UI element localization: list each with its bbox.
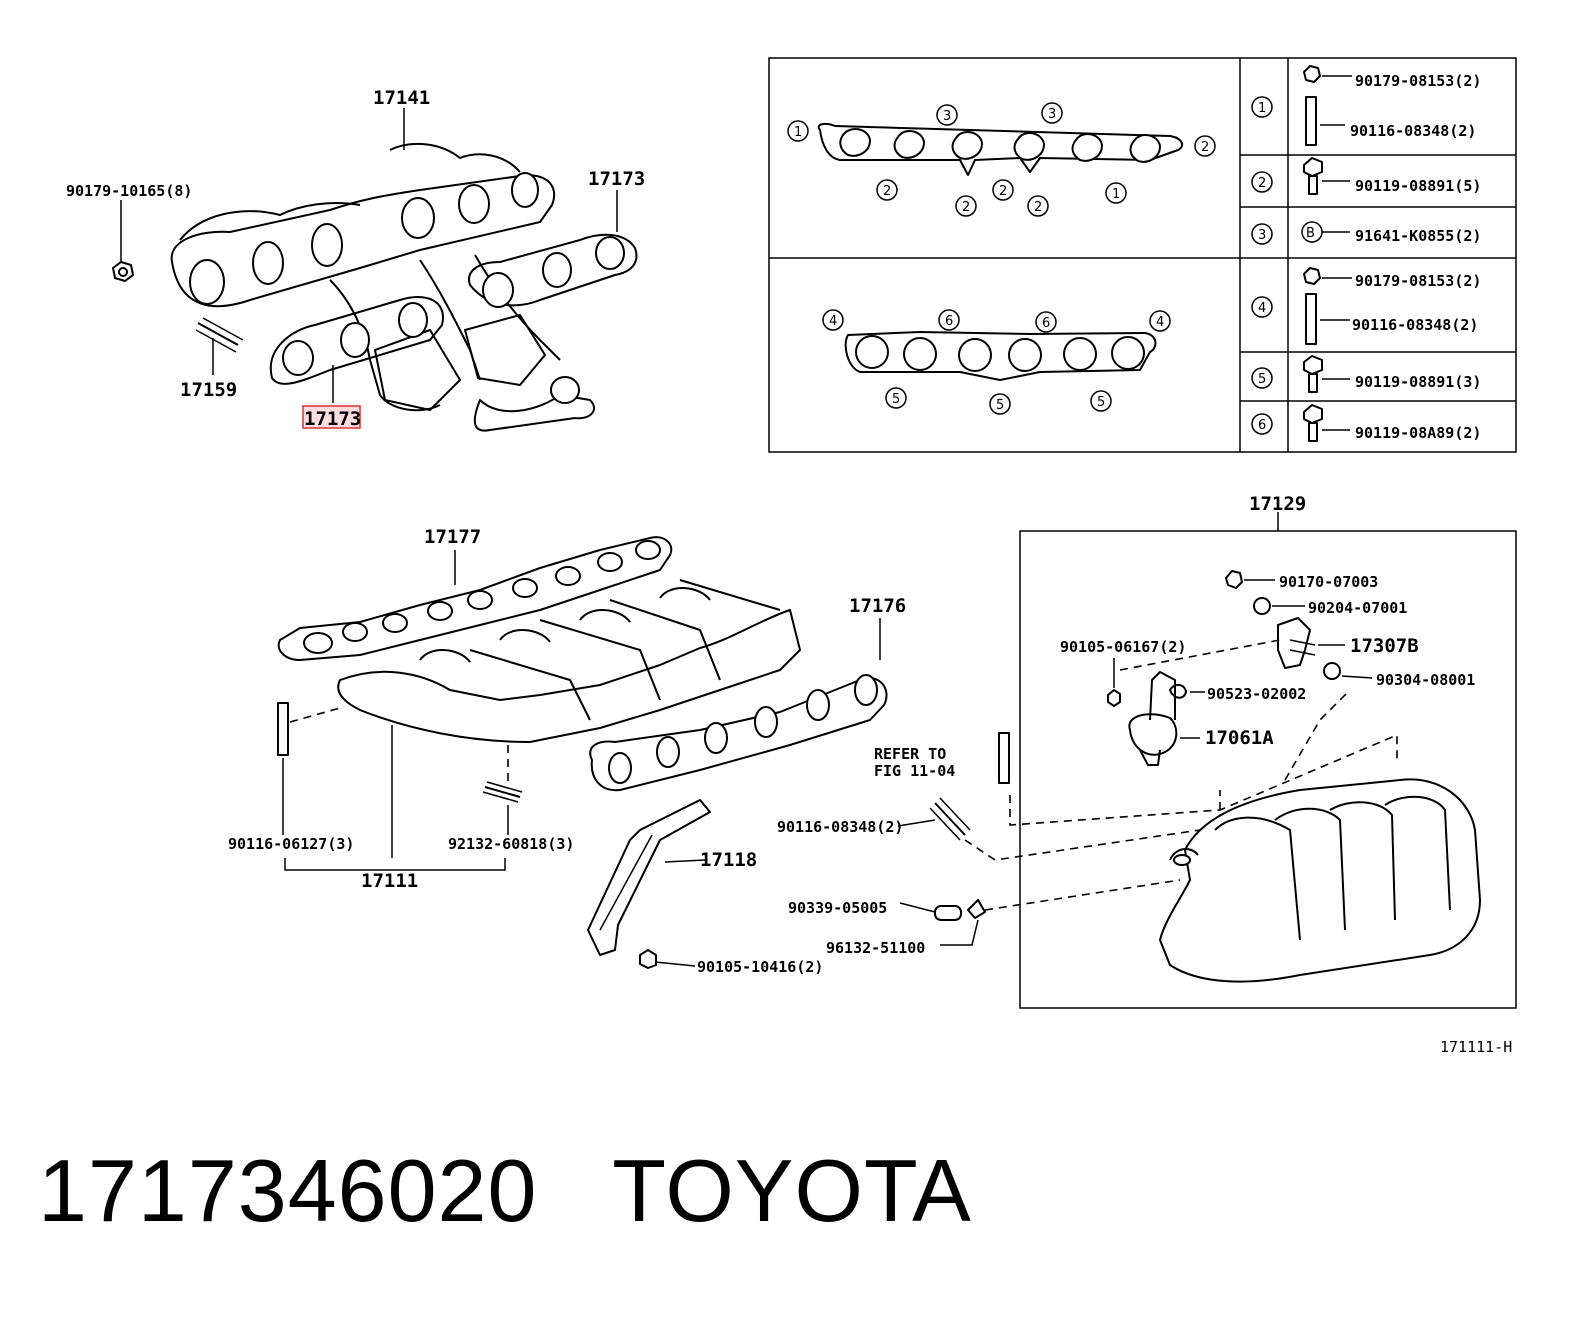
label-17141: 17141 bbox=[373, 87, 430, 109]
table-part-1a: 90179-08153(2) bbox=[1355, 72, 1481, 90]
table-part-2: 90119-08891(5) bbox=[1355, 177, 1481, 195]
middle-hardware bbox=[897, 732, 1010, 946]
exhaust-manifold-drawing bbox=[112, 108, 638, 432]
footer-part-number: 1717346020 bbox=[38, 1141, 538, 1240]
label-17061A: 17061A bbox=[1205, 727, 1274, 749]
svg-text:2: 2 bbox=[1034, 200, 1042, 215]
label-90170-07003: 90170-07003 bbox=[1279, 573, 1378, 591]
nut-icon-2 bbox=[1303, 267, 1352, 285]
table-part-1b: 90116-08348(2) bbox=[1350, 122, 1476, 140]
svg-text:2: 2 bbox=[1201, 140, 1209, 155]
svg-text:2: 2 bbox=[962, 200, 970, 215]
nut-icon bbox=[1303, 65, 1352, 83]
svg-text:1: 1 bbox=[794, 125, 802, 140]
table-ref-1: 1 bbox=[1258, 101, 1266, 116]
label-refer-to: REFER TO bbox=[874, 745, 946, 763]
lower-gasket-callouts: 4 6 6 4 5 5 5 bbox=[822, 309, 1171, 415]
svg-text:5: 5 bbox=[996, 398, 1004, 413]
label-90116-06127: 90116-06127(3) bbox=[228, 835, 354, 853]
table-ref-5: 5 bbox=[1258, 372, 1266, 387]
label-17177: 17177 bbox=[424, 526, 481, 548]
label-17159: 17159 bbox=[180, 379, 237, 401]
table-part-4b: 90116-08348(2) bbox=[1352, 316, 1478, 334]
label-90304-08001: 90304-08001 bbox=[1376, 671, 1475, 689]
label-96132-51100: 96132-51100 bbox=[826, 939, 925, 957]
svg-text:2: 2 bbox=[883, 184, 891, 199]
badge-b-icon: B bbox=[1301, 221, 1350, 243]
svg-text:5: 5 bbox=[1097, 395, 1105, 410]
table-ref-6: 6 bbox=[1258, 418, 1266, 433]
label-17173-highlighted: 17173 bbox=[304, 408, 361, 430]
table-part-6: 90119-08A89(2) bbox=[1355, 424, 1481, 442]
label-17111: 17111 bbox=[361, 870, 418, 892]
svg-text:4: 4 bbox=[829, 314, 837, 329]
table-part-4a: 90179-08153(2) bbox=[1355, 272, 1481, 290]
stud-icon bbox=[1305, 96, 1345, 146]
label-90105-06167: 90105-06167(2) bbox=[1060, 638, 1186, 656]
table-part-5: 90119-08891(3) bbox=[1355, 373, 1481, 391]
svg-text:5: 5 bbox=[892, 392, 900, 407]
label-90339-05005: 90339-05005 bbox=[788, 899, 887, 917]
diagram-code: 171111-H bbox=[1440, 1038, 1512, 1056]
table-ref-2: 2 bbox=[1258, 176, 1266, 191]
label-90105-10416: 90105-10416(2) bbox=[697, 958, 823, 976]
svg-text:1: 1 bbox=[1112, 187, 1120, 202]
highlight-box bbox=[302, 405, 361, 429]
svg-text:6: 6 bbox=[945, 314, 953, 329]
table-part-3: 91641-K0855(2) bbox=[1355, 227, 1481, 245]
svg-text:B: B bbox=[1306, 226, 1315, 241]
label-90179-10165: 90179-10165(8) bbox=[66, 182, 192, 200]
stud-icon-2 bbox=[1305, 293, 1350, 345]
footer-brand: TOYOTA bbox=[612, 1141, 972, 1240]
table-ref-4: 4 bbox=[1258, 301, 1266, 316]
bolt-icon-3 bbox=[1303, 404, 1350, 442]
upper-gasket-callouts: 1 3 3 2 2 2 2 2 1 bbox=[787, 102, 1216, 217]
intake-plenum-box bbox=[964, 512, 1517, 1009]
svg-text:2: 2 bbox=[999, 184, 1007, 199]
label-90116-08348: 90116-08348(2) bbox=[777, 818, 903, 836]
svg-text:3: 3 bbox=[943, 109, 951, 124]
bolt-icon-2 bbox=[1303, 355, 1350, 393]
gasket-table: B bbox=[768, 57, 1517, 453]
svg-text:4: 4 bbox=[1156, 315, 1164, 330]
label-90523-02002: 90523-02002 bbox=[1207, 685, 1306, 703]
svg-text:3: 3 bbox=[1048, 107, 1056, 122]
label-17173-right: 17173 bbox=[588, 168, 645, 190]
table-ref-3: 3 bbox=[1258, 228, 1266, 243]
label-17176: 17176 bbox=[849, 595, 906, 617]
label-fig-11-04: FIG 11-04 bbox=[874, 762, 955, 780]
label-17129: 17129 bbox=[1249, 493, 1306, 515]
intake-drawing bbox=[277, 536, 888, 969]
label-92132-60818: 92132-60818(3) bbox=[448, 835, 574, 853]
footer-caption: 1717346020 TOYOTA bbox=[38, 1140, 972, 1242]
label-90204-07001: 90204-07001 bbox=[1308, 599, 1407, 617]
svg-text:6: 6 bbox=[1042, 316, 1050, 331]
label-17118: 17118 bbox=[700, 849, 757, 871]
label-17307B: 17307B bbox=[1350, 635, 1419, 657]
bolt-icon bbox=[1303, 157, 1350, 195]
